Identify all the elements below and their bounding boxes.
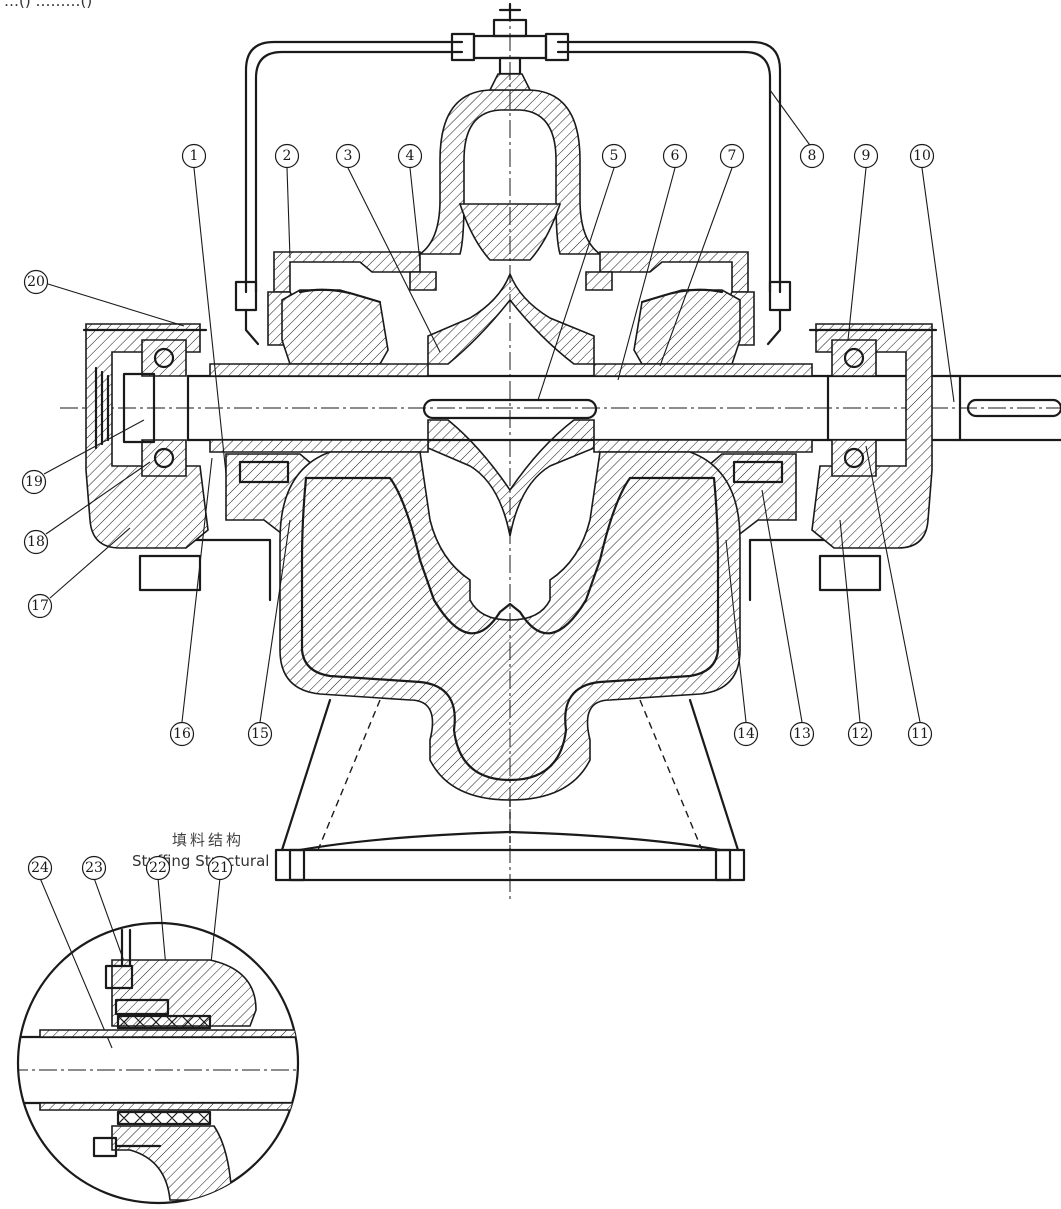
svg-text:19: 19 <box>25 474 43 490</box>
svg-text:4: 4 <box>406 148 415 164</box>
part-label-15: 15 <box>247 721 273 747</box>
svg-text:11: 11 <box>911 726 929 742</box>
svg-text:24: 24 <box>31 860 49 876</box>
svg-text:10: 10 <box>913 148 931 164</box>
part-label-24: 24 <box>27 855 53 881</box>
part-label-10: 10 <box>909 143 935 169</box>
part-label-1: 1 <box>181 143 207 169</box>
part-label-13: 13 <box>789 721 815 747</box>
part-label-19: 19 <box>21 469 47 495</box>
part-label-4: 4 <box>397 143 423 169</box>
svg-text:23: 23 <box>85 860 103 876</box>
stuffing-detail: 填料结构 Stuffing Structural <box>16 831 300 1205</box>
svg-text:22: 22 <box>149 860 167 876</box>
svg-text:6: 6 <box>671 148 680 164</box>
detail-title-cn: 填料结构 <box>172 831 244 849</box>
part-label-11: 11 <box>907 721 933 747</box>
part-label-16: 16 <box>169 721 195 747</box>
packing-rings-lower <box>116 1110 212 1126</box>
part-label-14: 14 <box>733 721 759 747</box>
part-label-12: 12 <box>847 721 873 747</box>
svg-text:13: 13 <box>793 726 811 742</box>
part-label-7: 7 <box>719 143 745 169</box>
part-label-8: 8 <box>799 143 825 169</box>
svg-text:9: 9 <box>862 148 871 164</box>
part-label-23: 23 <box>81 855 107 881</box>
part-label-9: 9 <box>853 143 879 169</box>
packing-rings-upper <box>116 1014 212 1030</box>
header-caption: …() ………() <box>4 0 92 10</box>
svg-text:2: 2 <box>283 148 292 164</box>
svg-text:21: 21 <box>211 860 229 876</box>
svg-text:20: 20 <box>27 274 45 290</box>
part-label-5: 5 <box>601 143 627 169</box>
svg-text:12: 12 <box>851 726 869 742</box>
svg-text:14: 14 <box>737 726 755 742</box>
svg-text:3: 3 <box>344 148 353 164</box>
part-label-20: 20 <box>23 269 49 295</box>
leader-lines <box>39 89 955 1049</box>
svg-text:16: 16 <box>173 726 191 742</box>
svg-text:18: 18 <box>27 534 45 550</box>
svg-text:15: 15 <box>251 726 269 742</box>
upper-casing <box>267 73 755 365</box>
part-label-6: 6 <box>662 143 688 169</box>
svg-text:17: 17 <box>31 598 49 614</box>
left-bearing-housing <box>82 323 209 549</box>
svg-text:8: 8 <box>808 148 817 164</box>
svg-text:5: 5 <box>610 148 619 164</box>
part-label-22: 22 <box>145 855 171 881</box>
svg-text:1: 1 <box>190 148 199 164</box>
part-label-21: 21 <box>207 855 233 881</box>
part-number-bubbles: 1 2 3 4 5 6 7 8 9 10 11 12 13 14 15 16 1… <box>21 143 935 747</box>
part-label-3: 3 <box>335 143 361 169</box>
part-label-17: 17 <box>27 593 53 619</box>
pump-base <box>274 4 746 900</box>
part-label-2: 2 <box>274 143 300 169</box>
right-bearing-housing <box>808 323 938 549</box>
svg-text:7: 7 <box>728 148 737 164</box>
part-label-18: 18 <box>23 529 49 555</box>
